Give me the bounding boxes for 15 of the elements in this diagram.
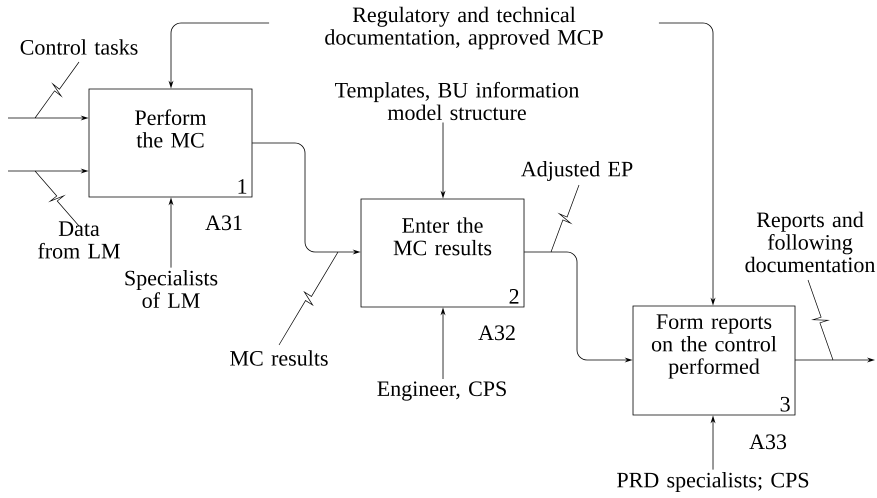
process-box: Enter the MC results 2 bbox=[360, 198, 524, 308]
process-box: Perform the MC 1 bbox=[88, 88, 252, 198]
arrow-label: PRD specialists; CPS bbox=[617, 472, 808, 492]
node-id-label: A32 bbox=[478, 325, 515, 340]
arrow-label: Templates, BU information model structure bbox=[335, 82, 580, 120]
box-number: 3 bbox=[780, 396, 790, 412]
arrow-label: Engineer, CPS bbox=[377, 381, 506, 401]
edge-label: MC results bbox=[230, 252, 338, 366]
box-number: 1 bbox=[238, 179, 246, 194]
arrow-label: Regulatory and technical documentation, approved MCP bbox=[325, 6, 603, 50]
process-box: Form reports on the control performed 3 bbox=[632, 306, 796, 416]
box-number: 2 bbox=[510, 289, 518, 304]
node-id-label: A33 bbox=[749, 434, 786, 450]
arrow-label: Specialists of LM bbox=[125, 270, 218, 308]
node-id-label: A31 bbox=[205, 215, 242, 230]
